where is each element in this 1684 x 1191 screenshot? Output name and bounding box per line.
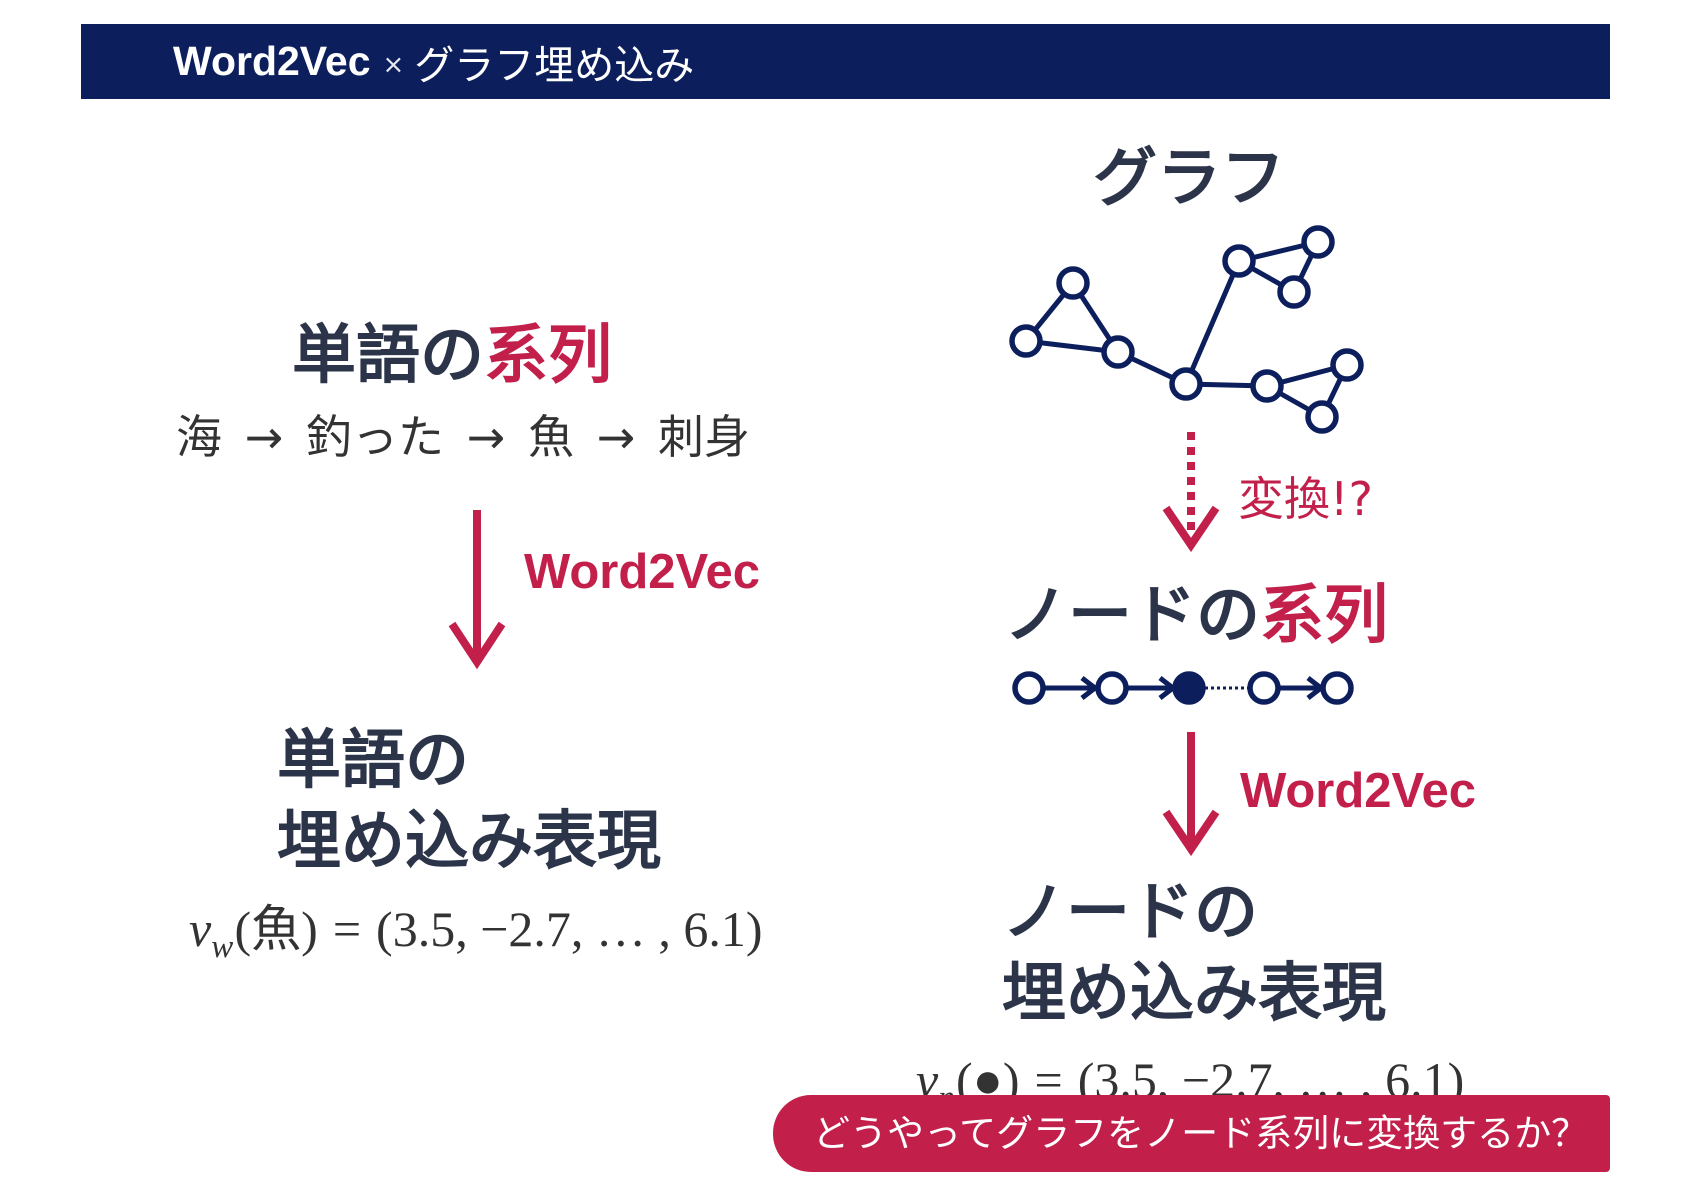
right-arrow-icon: → xyxy=(244,410,284,464)
graph-node xyxy=(1101,335,1135,369)
graph-node xyxy=(1250,369,1284,403)
right-arrow-icon: → xyxy=(466,410,506,464)
formula-var: v xyxy=(916,1052,939,1108)
node-word2vec-arrow xyxy=(1162,732,1220,857)
graph-node xyxy=(1330,348,1364,382)
word-result-line1: 単語の xyxy=(277,724,469,798)
word-sequence-heading: 単語の系列 xyxy=(292,324,612,388)
header-title-en: Word2Vec xyxy=(173,38,371,84)
node-method-label: Word2Vec xyxy=(1240,764,1477,818)
formula-equals: = xyxy=(332,901,362,957)
node-sequence-heading: ノードの系列 xyxy=(1004,584,1388,648)
word-heading-accent: 系列 xyxy=(484,319,612,393)
header-separator: × xyxy=(382,49,405,80)
sequence-node-current xyxy=(1172,671,1206,705)
word-result-line2: 埋め込み表現 xyxy=(277,805,661,879)
sequence-node xyxy=(1012,671,1046,705)
graph-node xyxy=(1301,225,1335,259)
graph-node xyxy=(1009,324,1043,358)
formula-subscript: w xyxy=(211,928,234,965)
node-heading-accent: 系列 xyxy=(1260,579,1388,653)
question-banner: どうやってグラフをノード系列に変換するか？ xyxy=(773,1095,1610,1172)
word-token: 海 xyxy=(176,410,222,464)
node-result-line2: 埋め込み表現 xyxy=(1002,957,1386,1031)
sequence-node xyxy=(1247,671,1281,705)
graph-node xyxy=(1056,266,1090,300)
sequence-arrow xyxy=(1127,676,1178,700)
graph-node xyxy=(1277,275,1311,309)
transform-dashed-arrow xyxy=(1162,432,1220,553)
slide-header: Word2Vec × グラフ埋め込み xyxy=(81,24,1610,99)
sequence-arrow xyxy=(1044,676,1100,700)
node-result-line1: ノードの xyxy=(1002,876,1258,950)
graph-node xyxy=(1222,244,1256,278)
graph-node xyxy=(1169,367,1203,401)
sequence-node xyxy=(1320,671,1354,705)
sequence-node xyxy=(1095,671,1129,705)
node-heading-prefix: ノードの xyxy=(1004,579,1260,653)
word-word2vec-arrow xyxy=(448,510,506,670)
word-embedding-formula: vw(魚)=(3.5, −2.7, … , 6.1) xyxy=(189,901,763,963)
word-token: 魚 xyxy=(528,410,574,464)
transform-label: 変換!? xyxy=(1238,472,1373,526)
word-heading-prefix: 単語の xyxy=(292,319,484,393)
word-token: 釣った xyxy=(306,410,444,464)
sequence-arrow xyxy=(1279,676,1326,700)
header-title-jp: グラフ埋め込み xyxy=(414,42,695,89)
node-sequence xyxy=(1012,671,1354,705)
formula-vector: (3.5, −2.7, … , 6.1) xyxy=(376,901,763,957)
graph xyxy=(1009,225,1364,434)
word-method-label: Word2Vec xyxy=(524,545,761,599)
word-token: 刺身 xyxy=(658,410,750,464)
graph-node xyxy=(1305,400,1339,434)
graph-heading: グラフ xyxy=(1093,142,1285,216)
graph-edge xyxy=(1183,260,1242,385)
formula-var: v xyxy=(189,901,212,957)
formula-arg: (魚) xyxy=(234,901,318,957)
word-sequence: 海 → 釣った → 魚 → 刺身 xyxy=(176,414,750,460)
right-arrow-icon: → xyxy=(596,410,636,464)
